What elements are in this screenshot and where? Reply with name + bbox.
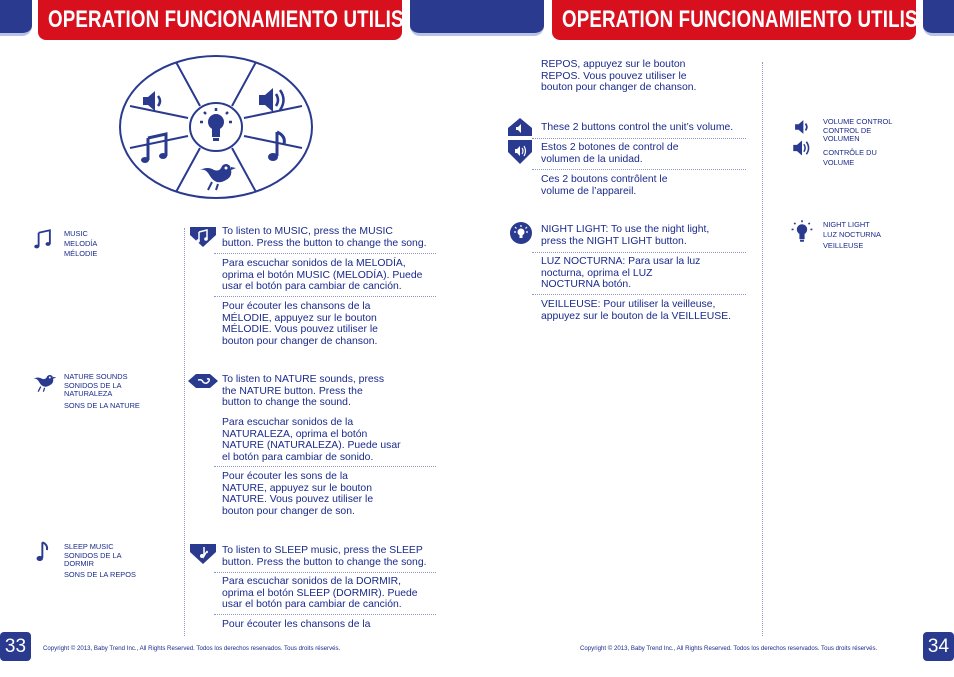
night-light-text-es: LUZ NOCTURNA: Para usar la luz nocturna,… [541, 256, 701, 291]
music-label-en: MUSIC [64, 229, 88, 238]
music-note-single-icon [266, 130, 290, 164]
music-text-es: Para escuchar sonidos de la MELODÍA, opr… [222, 258, 423, 293]
copyright-right: Copyright © 2013, Baby Trend Inc., All R… [580, 645, 878, 652]
music-tag-icon [190, 227, 216, 247]
music-side-icon [33, 229, 53, 249]
left-page-column-divider [184, 228, 185, 636]
music-text-fr: Pour écouter les chansons de la MÉLODIE,… [222, 301, 378, 347]
night-light-label-en: NIGHT LIGHT [823, 220, 870, 229]
right-page-column-divider [762, 62, 763, 636]
divider [532, 169, 746, 170]
sleep-side-icon [35, 541, 51, 563]
volume-text-fr: Ces 2 boutons contrôlent le volume de l’… [541, 174, 668, 197]
page-number-left: 33 [0, 632, 31, 661]
nature-side-icon [30, 371, 58, 393]
sleep-text-fr-continued: REPOS, appuyez sur le bouton REPOS. Vous… [541, 59, 697, 94]
divider [532, 138, 746, 139]
night-light-text-fr: VEILLEUSE: Pour utiliser la veilleuse, a… [541, 299, 732, 322]
divider [214, 466, 436, 467]
night-light-side-icon [790, 219, 814, 245]
divider [532, 294, 746, 295]
music-label-es: MELODÍA [64, 239, 98, 248]
music-text-en: To listen to MUSIC, press the MUSIC butt… [222, 226, 427, 249]
volume-label-es: CONTROL DE VOLUMEN [823, 126, 872, 144]
volume-up-side-icon [791, 138, 813, 158]
nature-tag-icon [188, 374, 218, 388]
divider [532, 252, 746, 253]
sleep-text-fr: Pour écouter les chansons de la [222, 619, 371, 630]
divider [214, 253, 436, 254]
page-right-header-banner: OPERATION FUNCIONAMIENTO UTILISATION [552, 0, 916, 40]
sleep-label-es: SONIDOS DE LA DORMIR [64, 551, 122, 569]
music-label-fr: MÉLODIE [64, 249, 98, 258]
control-panel-diagram [118, 54, 314, 200]
volume-label-fr: CONTRÔLE DU VOLUME [823, 148, 877, 167]
divider [214, 572, 436, 573]
sleep-text-en: To listen to SLEEP music, press the SLEE… [222, 545, 427, 568]
volume-down-icon [140, 88, 166, 114]
volume-up-tag-icon [508, 140, 532, 164]
sleep-label-fr: SONS DE LA REPOS [64, 570, 136, 579]
night-light-tag-icon [510, 222, 532, 244]
volume-up-icon [256, 84, 290, 116]
header-tab-right-edge [923, 0, 954, 36]
nature-label-en: NATURE SOUNDS [64, 372, 128, 381]
sleep-tag-icon [190, 544, 216, 564]
page-left-header-title: OPERATION FUNCIONAMIENTO UTILISATION [48, 6, 402, 33]
sleep-label-en: SLEEP MUSIC [64, 542, 114, 551]
sleep-text-es: Para escuchar sonidos de la DORMIR, opri… [222, 576, 418, 611]
divider [214, 296, 436, 297]
page-left-header-banner: OPERATION FUNCIONAMIENTO UTILISATION [38, 0, 402, 40]
header-tab-left-edge [0, 0, 32, 36]
volume-text-es: Estos 2 botones de control de volumen de… [541, 142, 679, 165]
nature-text-es: Para escuchar sonidos de la NATURALEZA, … [222, 417, 401, 463]
divider [214, 614, 436, 615]
nature-label-es: SONIDOS DE LA NATURALEZA [64, 381, 122, 399]
bird-icon [196, 158, 238, 192]
nature-text-en: To listen to NATURE sounds, press the NA… [222, 374, 385, 409]
night-light-label-fr: VEILLEUSE [823, 241, 864, 250]
page-right-header-title: OPERATION FUNCIONAMIENTO UTILISATION [562, 6, 916, 33]
page-number-right: 34 [923, 632, 954, 661]
volume-down-tag-icon [508, 118, 532, 136]
night-light-label-es: LUZ NOCTURNA [823, 230, 881, 239]
night-light-text-en: NIGHT LIGHT: To use the night light, pre… [541, 224, 710, 247]
volume-text-en: These 2 buttons control the unit’s volum… [541, 122, 734, 133]
night-light-icon [198, 106, 234, 146]
nature-label-fr: SONS DE LA NATURE [64, 401, 140, 410]
music-note-double-icon [140, 132, 170, 164]
nature-text-fr: Pour écouter les sons de la NATURE, appu… [222, 471, 374, 517]
copyright-left: Copyright © 2013, Baby Trend Inc., All R… [43, 645, 341, 652]
header-tab-center-left [410, 0, 544, 36]
volume-label-en: VOLUME CONTROL [823, 117, 893, 126]
volume-down-side-icon [793, 118, 811, 136]
